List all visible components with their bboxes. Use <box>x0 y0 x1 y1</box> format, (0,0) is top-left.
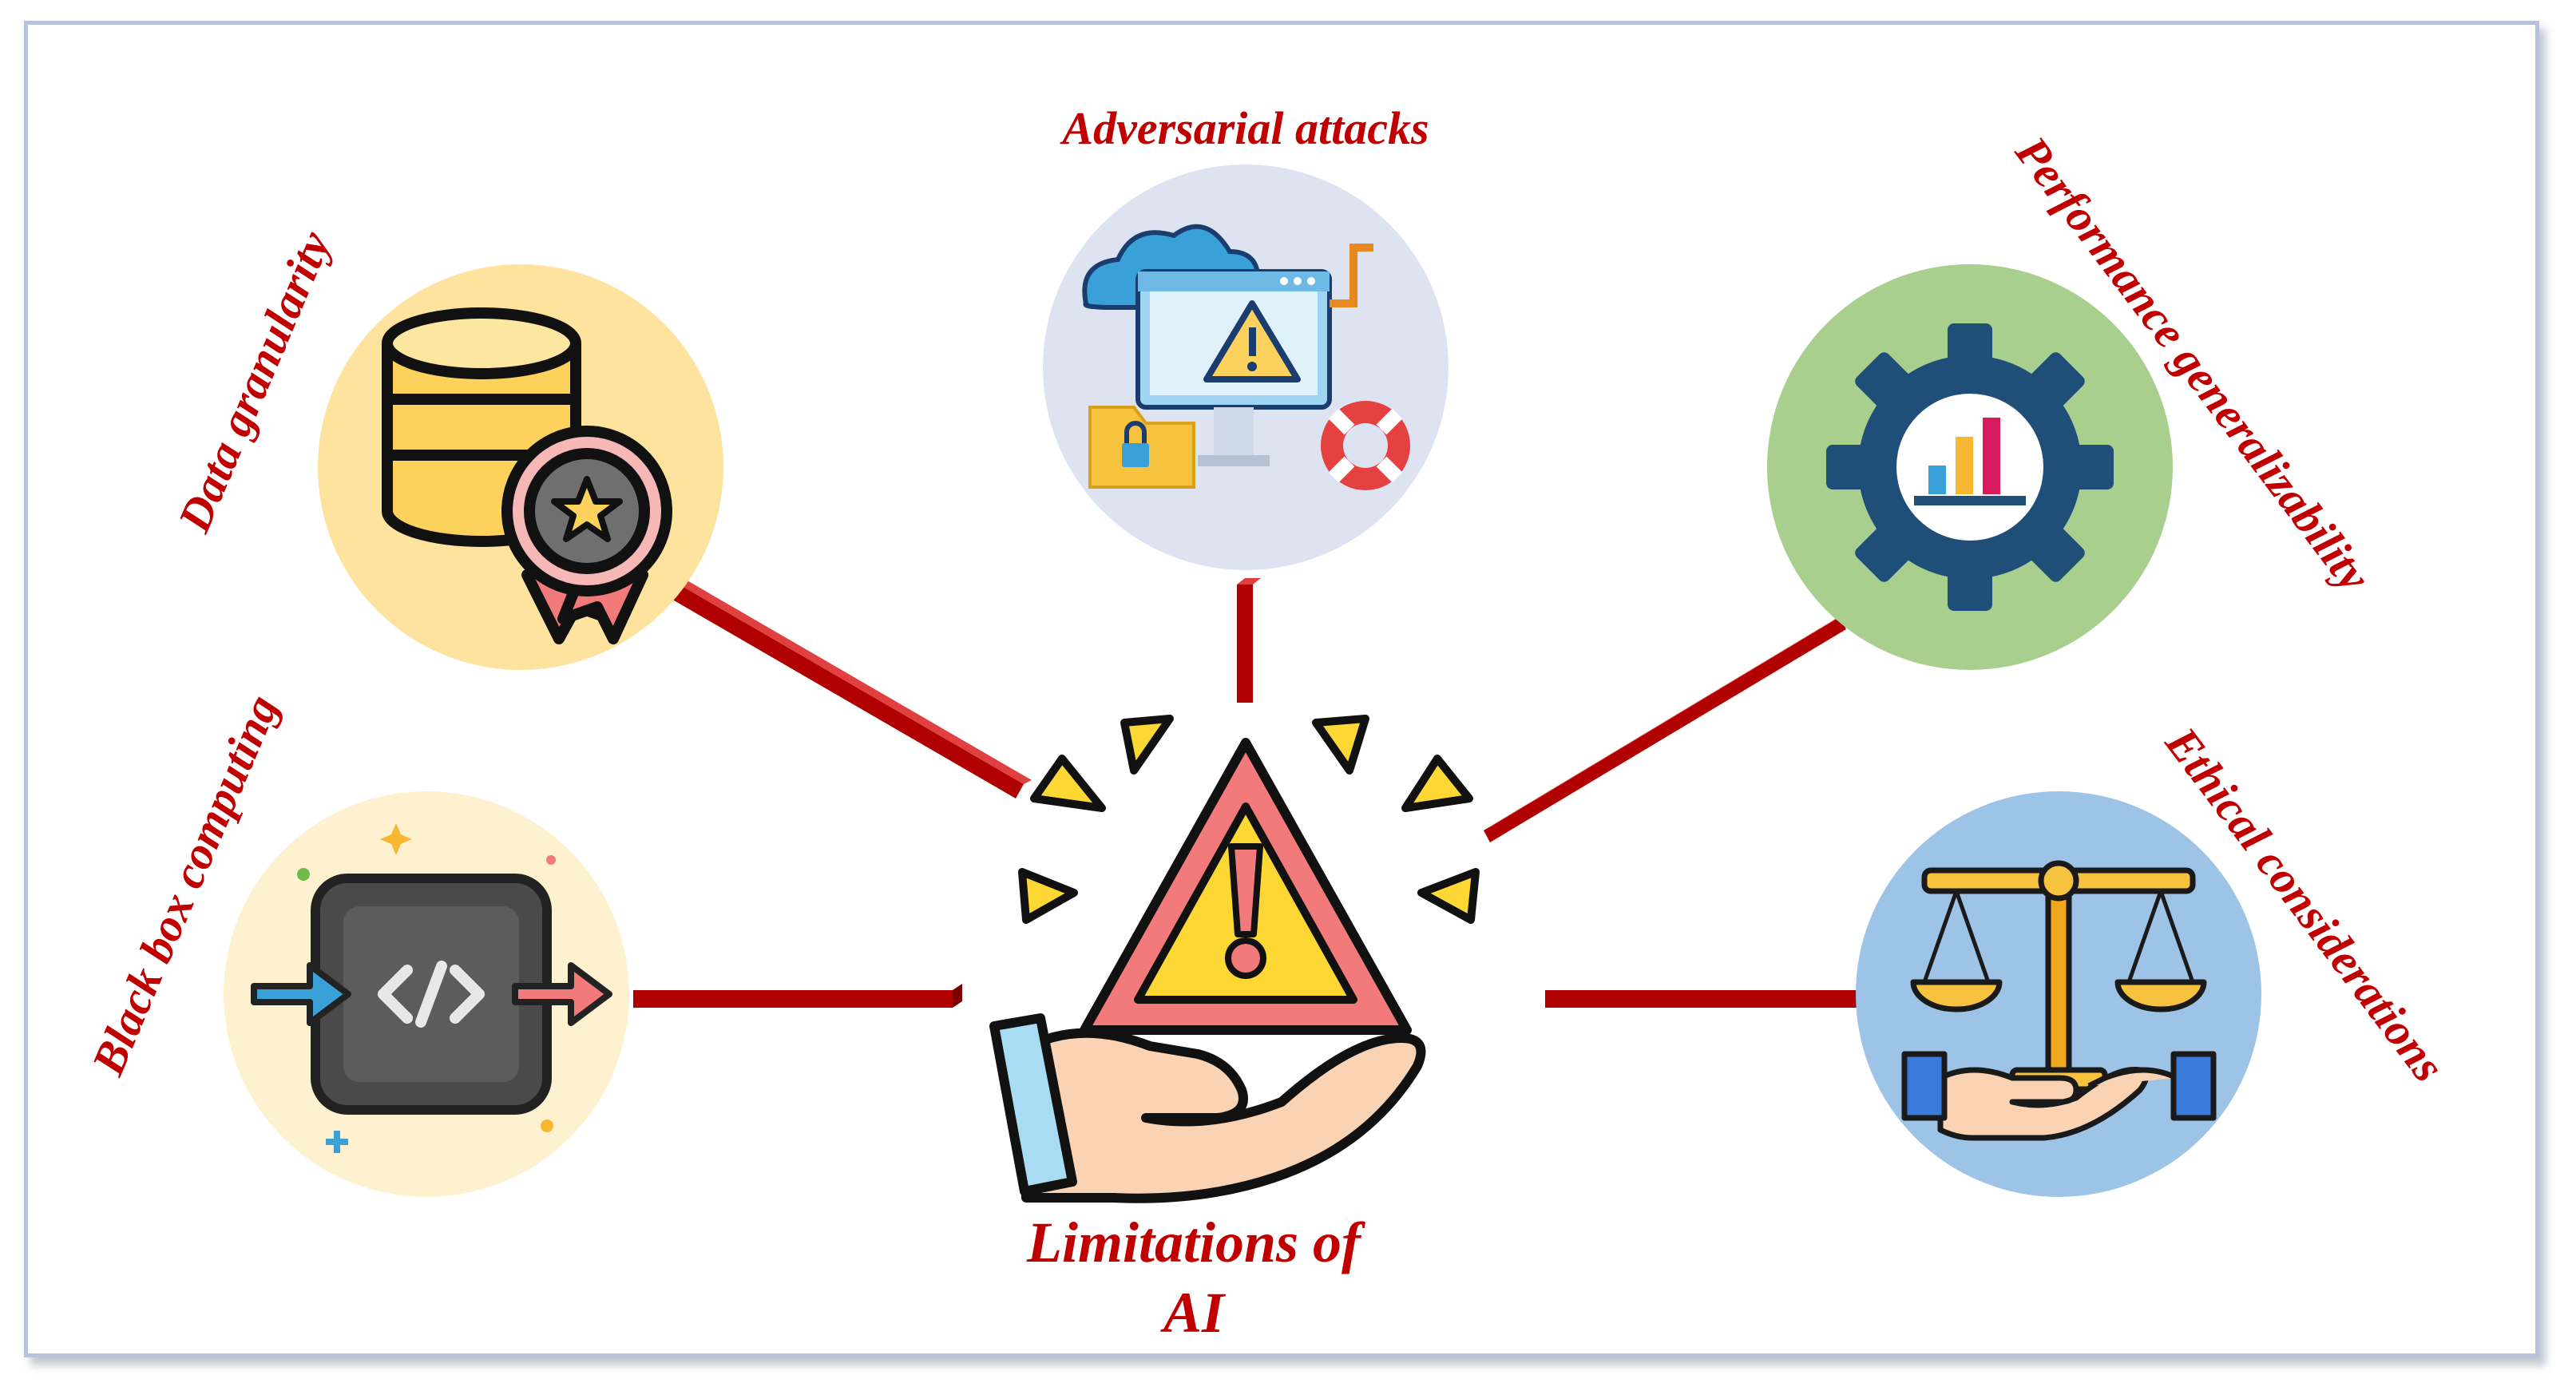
connector-ethical <box>1545 990 1865 1008</box>
label-data-granularity: Data granularity <box>168 224 341 540</box>
center-title-line2: AI <box>1160 1281 1227 1345</box>
connector-adversarial <box>1237 585 1253 703</box>
node-ethical-considerations: Ethical considerations <box>1856 717 2455 1197</box>
node-performance-generalizability: Performance generalizability <box>1767 126 2381 670</box>
center-warning-hand-icon <box>989 715 1480 1203</box>
monitor-warning-icon <box>1082 224 1410 490</box>
node-adversarial-attacks: Adversarial attacks <box>1043 102 1449 570</box>
connector-black-box <box>633 990 953 1008</box>
label-adversarial-attacks: Adversarial attacks <box>1060 102 1429 154</box>
connector-lines <box>633 577 1874 1008</box>
center-title-line1: Limitations of <box>1026 1211 1365 1274</box>
code-box-icon <box>251 823 612 1153</box>
node-black-box-computing: Black box computing <box>81 688 629 1197</box>
gear-chart-icon <box>1826 323 2114 611</box>
node-data-granularity: Data granularity <box>168 224 723 670</box>
database-award-icon <box>382 307 672 644</box>
connector-data-granularity <box>664 581 1024 798</box>
connector-performance <box>1484 616 1846 842</box>
justice-scale-icon <box>1901 860 2217 1141</box>
